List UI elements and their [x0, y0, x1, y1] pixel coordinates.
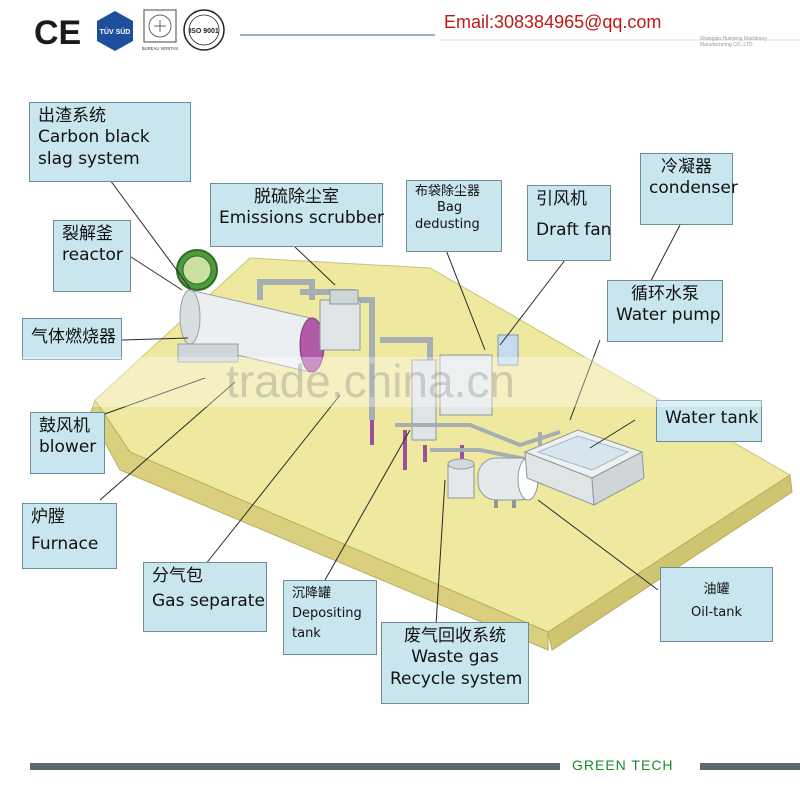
watermark-band [0, 357, 800, 407]
label-gas-burner: 气体燃烧器 [22, 318, 122, 360]
iso-logo-icon: ISO 9001 [183, 9, 225, 51]
label-oil-tank: 油罐 Oil-tank [660, 567, 773, 642]
ce-mark: CE [34, 12, 86, 52]
label-depositing-tank: 沉降罐 Depositing tank [283, 580, 377, 655]
contact-email: Email:308384965@qq.com [444, 12, 662, 32]
label-carbon-black-slag-system: 出渣系统 Carbon black slag system [29, 102, 191, 182]
iso-9001-mark: ISO 9001 [182, 8, 226, 52]
footer-brand: GREEN TECH [572, 757, 674, 773]
scrubber-unit [319, 289, 361, 351]
label-emissions-scrubber: 脱硫除尘室 Emissions scrubber [210, 183, 384, 247]
bureau-veritas-mark: BUREAU VERITAS [140, 8, 180, 52]
reactor-lid-inner [182, 255, 212, 285]
svg-text:CE: CE [34, 14, 81, 50]
label-furnace: 炉膛 Furnace [22, 503, 117, 569]
label-waste-gas-recycle-system: 废气回收系统 Waste gas Recycle system [381, 622, 529, 704]
tuv-logo-icon: TÜV SÜD [97, 11, 133, 51]
svg-text:ISO 9001: ISO 9001 [189, 28, 219, 35]
ce-logo-icon: CE [34, 14, 81, 52]
label-reactor: 裂解釜 reactor [53, 220, 131, 292]
label-bag-dedusting: 布袋除尘器 Bag dedusting [406, 180, 502, 252]
reactor-drum [177, 289, 325, 373]
label-gas-separate: 分气包 Gas separate [143, 562, 267, 632]
svg-text:BUREAU VERITAS: BUREAU VERITAS [142, 46, 178, 51]
watermark-text: trade.china.cn [226, 355, 515, 407]
label-water-tank: Water tank [656, 400, 762, 442]
company-name-small: Shangqiu Huimeng Machinery Manufacturing… [700, 36, 767, 48]
label-draft-fan: 引风机 Draft fan [527, 185, 611, 261]
tuv-mark: TÜV SÜD [95, 10, 135, 52]
footer-bar-right [700, 763, 800, 770]
leader-lines [99, 179, 681, 626]
bag-filter [439, 334, 519, 416]
label-blower: 鼓风机 blower [30, 412, 105, 474]
footer-bar-left [30, 763, 560, 770]
svg-text:TÜV SÜD: TÜV SÜD [100, 27, 131, 36]
depositing-tank [447, 458, 475, 499]
bv-logo-icon: BUREAU VERITAS [142, 9, 178, 51]
label-water-pump: 循环水泵 Water pump [607, 280, 723, 342]
water-tank-body [523, 429, 645, 506]
label-condenser: 冷凝器 condenser [640, 153, 738, 225]
